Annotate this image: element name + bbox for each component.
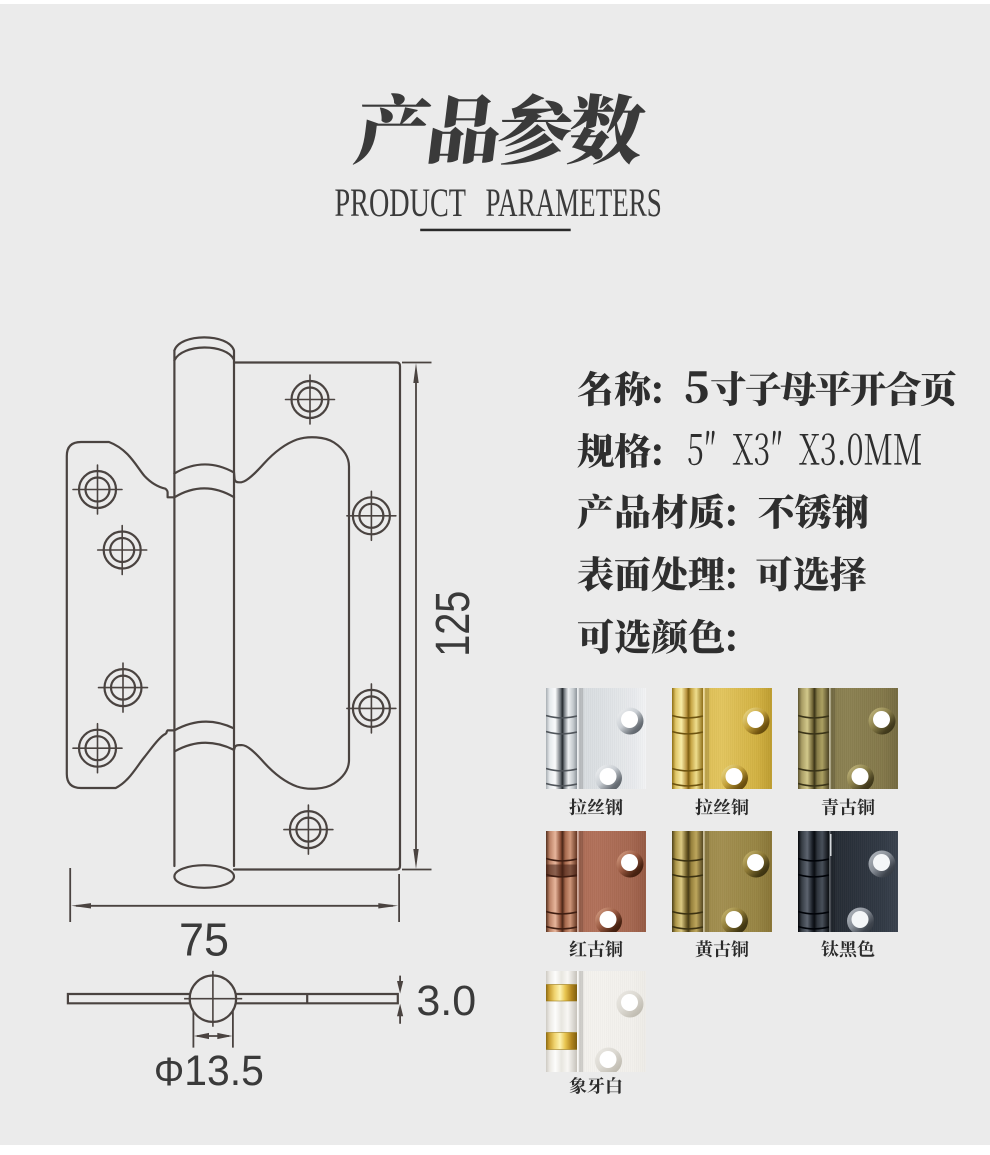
svg-text:PRODUCT: PRODUCT	[335, 180, 467, 225]
svg-text:Φ13.5: Φ13.5	[154, 1047, 264, 1095]
svg-text:75: 75	[179, 914, 229, 966]
svg-text:3.0: 3.0	[416, 977, 476, 1025]
svg-text:PARAMETERS: PARAMETERS	[486, 180, 662, 225]
svg-text:125: 125	[427, 591, 480, 657]
